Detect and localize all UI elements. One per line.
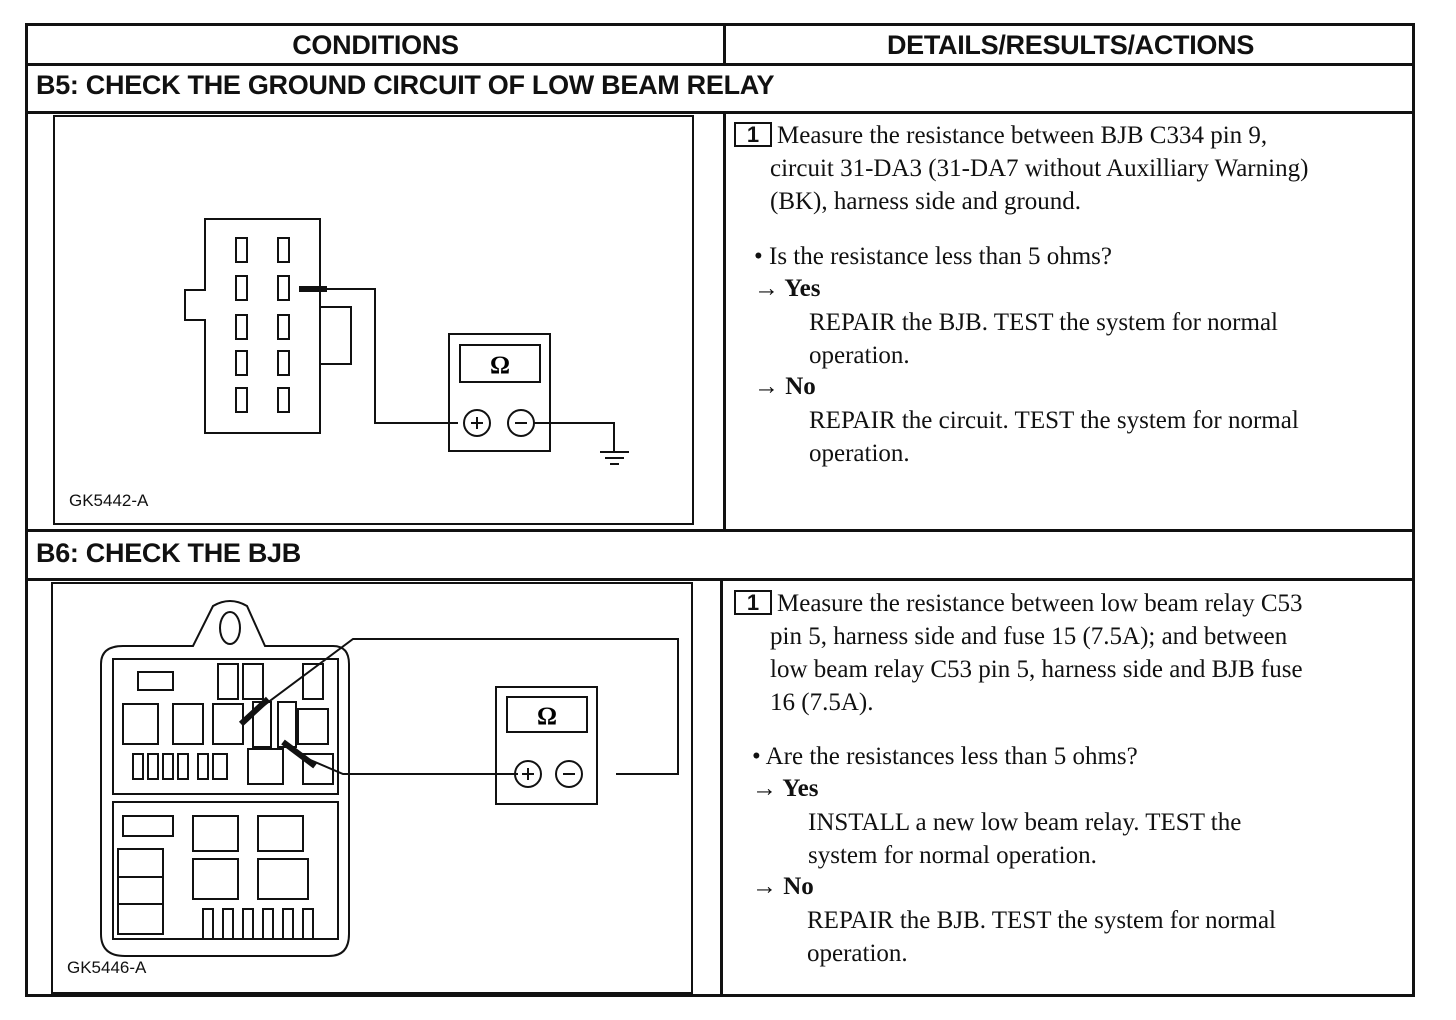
b6-no-line-2: operation. [807,940,908,967]
b5-figure: Ω GK5442-A [53,115,694,525]
b5-connector-diagram: Ω [184,218,629,465]
harness-wire-loop [320,306,352,365]
b5-question: • Is the resistance less than 5 ohms? [754,243,1112,270]
b5-title-divider [28,111,1415,114]
probe-tip-upper [238,696,271,727]
b6-no-action: REPAIR the BJB. TEST the system for norm… [807,904,1276,970]
b5-no-line-2: operation. [809,440,910,467]
details-header: DETAILS/RESULTS/ACTIONS [886,30,1255,60]
ohmmeter-body [495,686,598,805]
b5-step-1: 1 Measure the resistance between BJB C33… [734,119,1414,218]
ohm-symbol: Ω [490,352,510,379]
b5-figure-id: GK5442-A [69,491,149,510]
b5-b6-divider [28,529,1415,532]
probe-wire-positive [300,288,458,424]
b5-no-label: → No [754,373,816,400]
b6-yes-line-2: system for normal operation. [808,842,1097,869]
probe-tip [299,286,327,292]
b5-yes-line-2: operation. [809,342,910,369]
b6-section-title: B6: CHECK THE BJB [36,538,301,568]
b5-step-line-3: (BK), harness side and ground. [770,188,1082,215]
b6-step-line-2: pin 5, harness side and fuse 15 (7.5A); … [770,623,1288,650]
b6-no-line-1: REPAIR the BJB. TEST the system for norm… [807,907,1276,934]
probe-tip-lower [281,739,317,769]
b6-yes-label: → Yes [752,775,819,802]
b5-yes-line-1: REPAIR the BJB. TEST the system for norm… [809,309,1278,336]
b5-column-divider [723,111,726,529]
b6-step-line-1: Measure the resistance between low beam … [777,590,1303,617]
bjb-connector-outline [184,218,321,434]
ground-symbol [600,451,629,465]
b6-step-line-3: low beam relay C53 pin 5, harness side a… [770,656,1303,683]
b5-no-line-1: REPAIR the circuit. TEST the system for … [809,407,1299,434]
b5-step-number: 1 [734,122,772,147]
b6-figure-id: GK5446-A [67,958,147,977]
b6-yes-action: INSTALL a new low beam relay. TEST the s… [808,806,1241,872]
b6-column-divider [720,578,723,997]
diagnostic-table: CONDITIONS DETAILS/RESULTS/ACTIONS B5: C… [25,23,1415,997]
b6-figure: Ω GK5446-A [51,582,693,994]
probe-wire-upper [242,638,679,775]
probe-wire-lower [307,758,518,775]
ground-wire [534,422,615,452]
b5-step-line-1: Measure the resistance between BJB C334 … [777,122,1268,149]
b5-yes-label: → Yes [754,275,821,302]
meter-plus-terminal [514,760,542,788]
b5-section-title: B5: CHECK THE GROUND CIRCUIT OF LOW BEAM… [36,70,775,100]
b6-step-line-4: 16 (7.5A). [770,689,874,716]
meter-plus-terminal [463,409,491,437]
b6-bjb-diagram: Ω [100,600,679,957]
bjb-outline [100,600,350,957]
b5-yes-action: REPAIR the BJB. TEST the system for norm… [809,306,1278,372]
b6-yes-line-1: INSTALL a new low beam relay. TEST the [808,809,1242,836]
b6-no-label: → No [752,873,814,900]
ohmmeter-display [506,696,588,733]
meter-minus-terminal [555,760,583,788]
b6-question: • Are the resistances less than 5 ohms? [752,743,1138,770]
ohmmeter-display [459,344,541,383]
conditions-header: CONDITIONS [28,26,726,64]
b5-no-action: REPAIR the circuit. TEST the system for … [809,404,1299,470]
b6-step-1: 1 Measure the resistance between low bea… [734,587,1414,719]
ohm-symbol: Ω [537,703,557,730]
b6-step-number: 1 [734,590,772,615]
header-divider [28,63,1415,66]
b5-step-line-2: circuit 31-DA3 (31-DA7 without Auxilliar… [770,155,1309,182]
ohmmeter-body [448,333,551,452]
